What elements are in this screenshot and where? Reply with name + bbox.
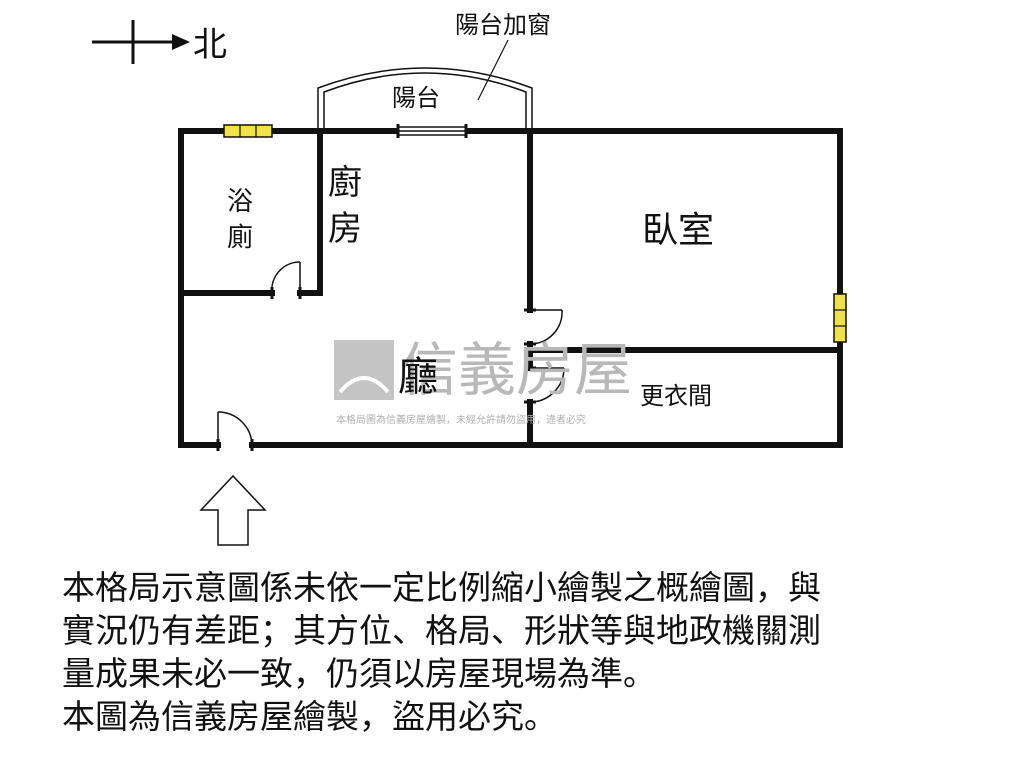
entrance-door xyxy=(216,411,254,451)
disclaimer-line: 本圖為信義房屋繪製，盜用必究。 xyxy=(62,697,557,736)
kitchen-label-1: 廚 xyxy=(328,163,362,203)
bedroom-label: 臥室 xyxy=(642,210,714,251)
bathroom-door xyxy=(270,261,302,299)
compass-label: 北 xyxy=(193,25,227,65)
walls xyxy=(178,128,843,448)
balcony-window-label: 陽台加窗 xyxy=(455,11,551,39)
disclaimer-line: 量成果未必一致，仍須以房屋現場為準。 xyxy=(62,654,656,693)
leader-line xyxy=(477,39,509,101)
living-room-label: 廳 xyxy=(398,354,438,400)
north-arrow: 北 xyxy=(92,20,227,65)
bathroom-label-1: 浴 xyxy=(227,187,253,217)
watermark-notice: 本格局圖為信義房屋繪製，未經允許請勿盜用，違者必究 xyxy=(336,413,586,426)
watermark: 信義房屋 本格局圖為信義房屋繪製，未經允許請勿盜用，違者必究 xyxy=(334,336,632,426)
bathroom-label-2: 廁 xyxy=(227,223,253,253)
closet-label: 更衣間 xyxy=(640,382,712,410)
closet-door xyxy=(524,366,565,404)
entrance-arrow-icon xyxy=(199,474,267,546)
floor-plan: 北 陽台加窗 陽台 xyxy=(92,11,847,546)
balcony-outline xyxy=(317,39,533,130)
disclaimer-line: 本格局示意圖係未依一定比例縮小繪製之概繪圖，與 xyxy=(62,568,821,607)
disclaimer: 本格局示意圖係未依一定比例縮小繪製之概繪圖，與 實況仍有差距；其方位、格局、形狀… xyxy=(62,566,992,738)
sliding-door xyxy=(396,124,468,138)
bedroom-door xyxy=(524,308,563,346)
arrow-head-icon xyxy=(172,34,190,50)
disclaimer-line: 實況仍有差距；其方位、格局、形狀等與地政機關測 xyxy=(62,611,821,650)
window-right xyxy=(833,293,847,343)
watermark-brand: 信義房屋 xyxy=(400,336,632,404)
kitchen-label-2: 房 xyxy=(328,209,362,249)
balcony-label: 陽台 xyxy=(392,84,440,112)
window-top-left xyxy=(223,124,273,138)
